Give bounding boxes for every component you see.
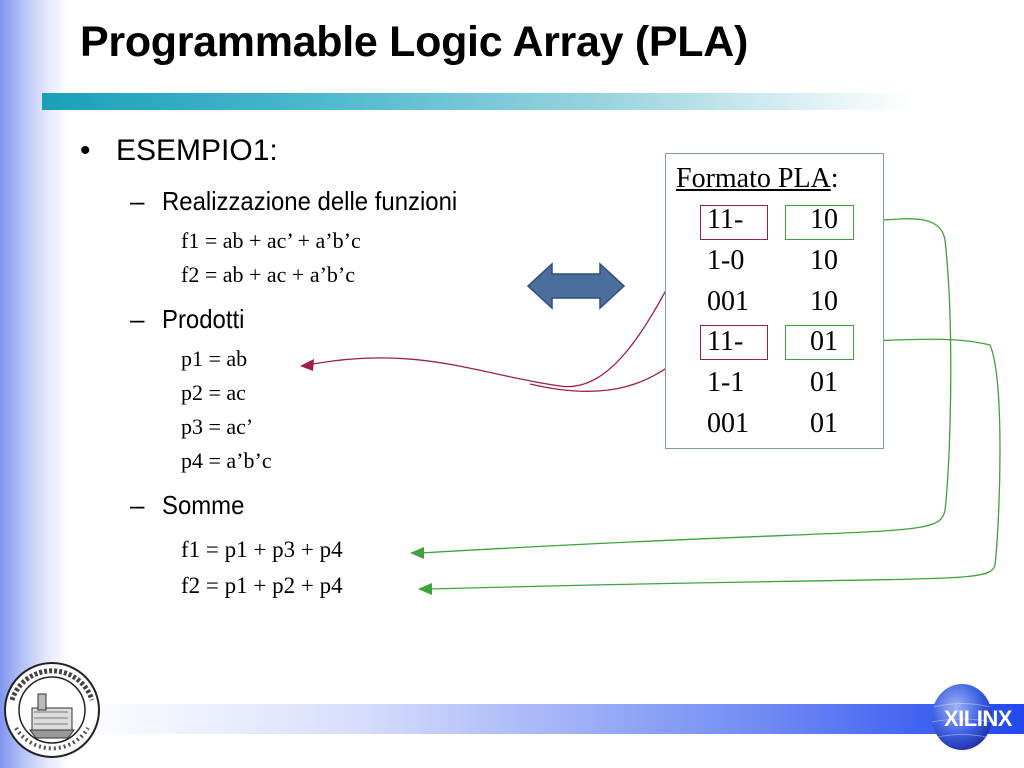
bullet-symbol: • (80, 134, 91, 167)
pla-output-cell: 10 (810, 286, 838, 317)
products-heading: Prodotti (162, 304, 245, 334)
footer-gradient-bar (70, 704, 1024, 734)
title-underline-bar (42, 93, 912, 110)
pla-format-title: Formato PLA: (676, 163, 839, 195)
pla-format-title-text: Formato PLA (676, 163, 831, 194)
functions-heading: Realizzazione delle funzioni (162, 186, 458, 216)
product-link-line (312, 225, 701, 388)
function-line: f2 = ab + ac + a’b’c (181, 262, 356, 287)
pla-output-cell: 01 (810, 326, 838, 357)
pla-format-title-suffix: : (830, 163, 839, 194)
sums-heading: Somme (162, 490, 245, 520)
sum-link-line (429, 338, 1001, 590)
example-label: ESEMPIO1: (116, 134, 278, 167)
dash-symbol: – (130, 490, 145, 520)
university-seal-icon (4, 662, 100, 758)
pla-output-cell: 01 (810, 408, 838, 439)
sum-line: f2 = p1 + p2 + p4 (181, 573, 343, 598)
xilinx-logo-text: XILINX (944, 706, 1012, 731)
pla-input-cell: 1-1 (707, 367, 745, 398)
pla-input-cell: 11- (707, 326, 744, 357)
pla-output-cell: 01 (810, 367, 838, 398)
highlight-row-4-outputs (785, 325, 854, 360)
pla-format-box (665, 153, 884, 449)
arrowhead-icon (300, 359, 314, 371)
xilinx-logo-icon (931, 684, 993, 750)
pla-input-cell: 11- (707, 204, 744, 235)
highlight-row-1-inputs (700, 205, 768, 240)
product-line: p1 = ab (181, 346, 248, 371)
dash-symbol: – (130, 304, 145, 334)
sum-link-line (419, 218, 952, 554)
double-arrow-icon (526, 262, 626, 310)
highlight-row-1-outputs (785, 205, 854, 240)
product-line: p2 = ac (181, 380, 246, 405)
product-line: p4 = a’b’c (181, 448, 272, 473)
arrowhead-icon (418, 583, 432, 595)
pla-input-cell: 001 (707, 286, 749, 317)
pla-input-cell: 001 (707, 408, 749, 439)
sum-line: f1 = p1 + p3 + p4 (181, 537, 343, 562)
pla-output-cell: 10 (810, 245, 838, 276)
highlight-row-4-inputs (700, 325, 768, 360)
dash-symbol: – (130, 186, 145, 216)
function-line: f1 = ab + ac’ + a’b’c (181, 228, 361, 253)
slide-title: Programmable Logic Array (PLA) (80, 18, 748, 66)
pla-output-cell: 10 (810, 204, 838, 235)
arrowhead-icon (410, 547, 424, 559)
product-line: p3 = ac’ (181, 414, 254, 439)
pla-input-cell: 1-0 (707, 245, 745, 276)
left-gradient-strip (0, 0, 70, 768)
